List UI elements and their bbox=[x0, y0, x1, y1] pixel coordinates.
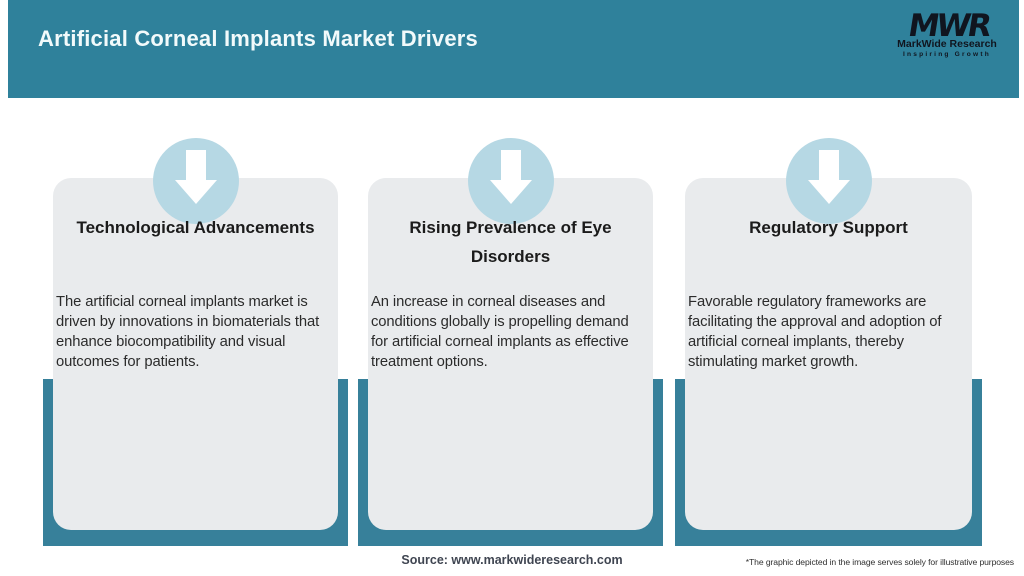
card-panel bbox=[53, 178, 338, 530]
down-arrow-icon bbox=[785, 138, 872, 224]
logo-tagline: Inspiring Growth bbox=[903, 51, 991, 58]
header-bar: Artificial Corneal Implants Market Drive… bbox=[8, 0, 1019, 98]
card-body-text: Favorable regulatory frameworks are faci… bbox=[688, 294, 942, 370]
page-title: Artificial Corneal Implants Market Drive… bbox=[38, 26, 478, 51]
card-panel bbox=[368, 178, 653, 530]
down-arrow-icon bbox=[152, 138, 239, 224]
card-panel bbox=[685, 178, 972, 530]
logo-name: MarkWide Research bbox=[897, 38, 997, 50]
card-title: Technological Advancements bbox=[76, 218, 315, 237]
driver-card-regulatory-support: Regulatory Support Favorable regulatory … bbox=[675, 138, 982, 550]
driver-card-technological-advancements: Technological Advancements The artificia… bbox=[43, 138, 348, 550]
disclaimer-note: *The graphic depicted in the image serve… bbox=[745, 557, 1014, 567]
mwr-monogram-icon: MWR bbox=[906, 8, 995, 44]
source-credit: Source: www.markwideresearch.com bbox=[401, 553, 623, 567]
markwide-research-logo: MWR MarkWide Research Inspiring Growth bbox=[897, 8, 997, 58]
card-body-text: The artificial corneal implants market i… bbox=[56, 294, 320, 370]
card-body-text: An increase in corneal diseases and cond… bbox=[371, 294, 629, 370]
down-arrow-icon bbox=[467, 138, 554, 224]
card-title: Rising Prevalence of Eye Disorders bbox=[409, 218, 612, 266]
card-title: Regulatory Support bbox=[749, 218, 908, 237]
logo-monogram: MWR bbox=[906, 8, 995, 44]
driver-card-rising-prevalence: Rising Prevalence of Eye Disorders An in… bbox=[358, 138, 663, 550]
